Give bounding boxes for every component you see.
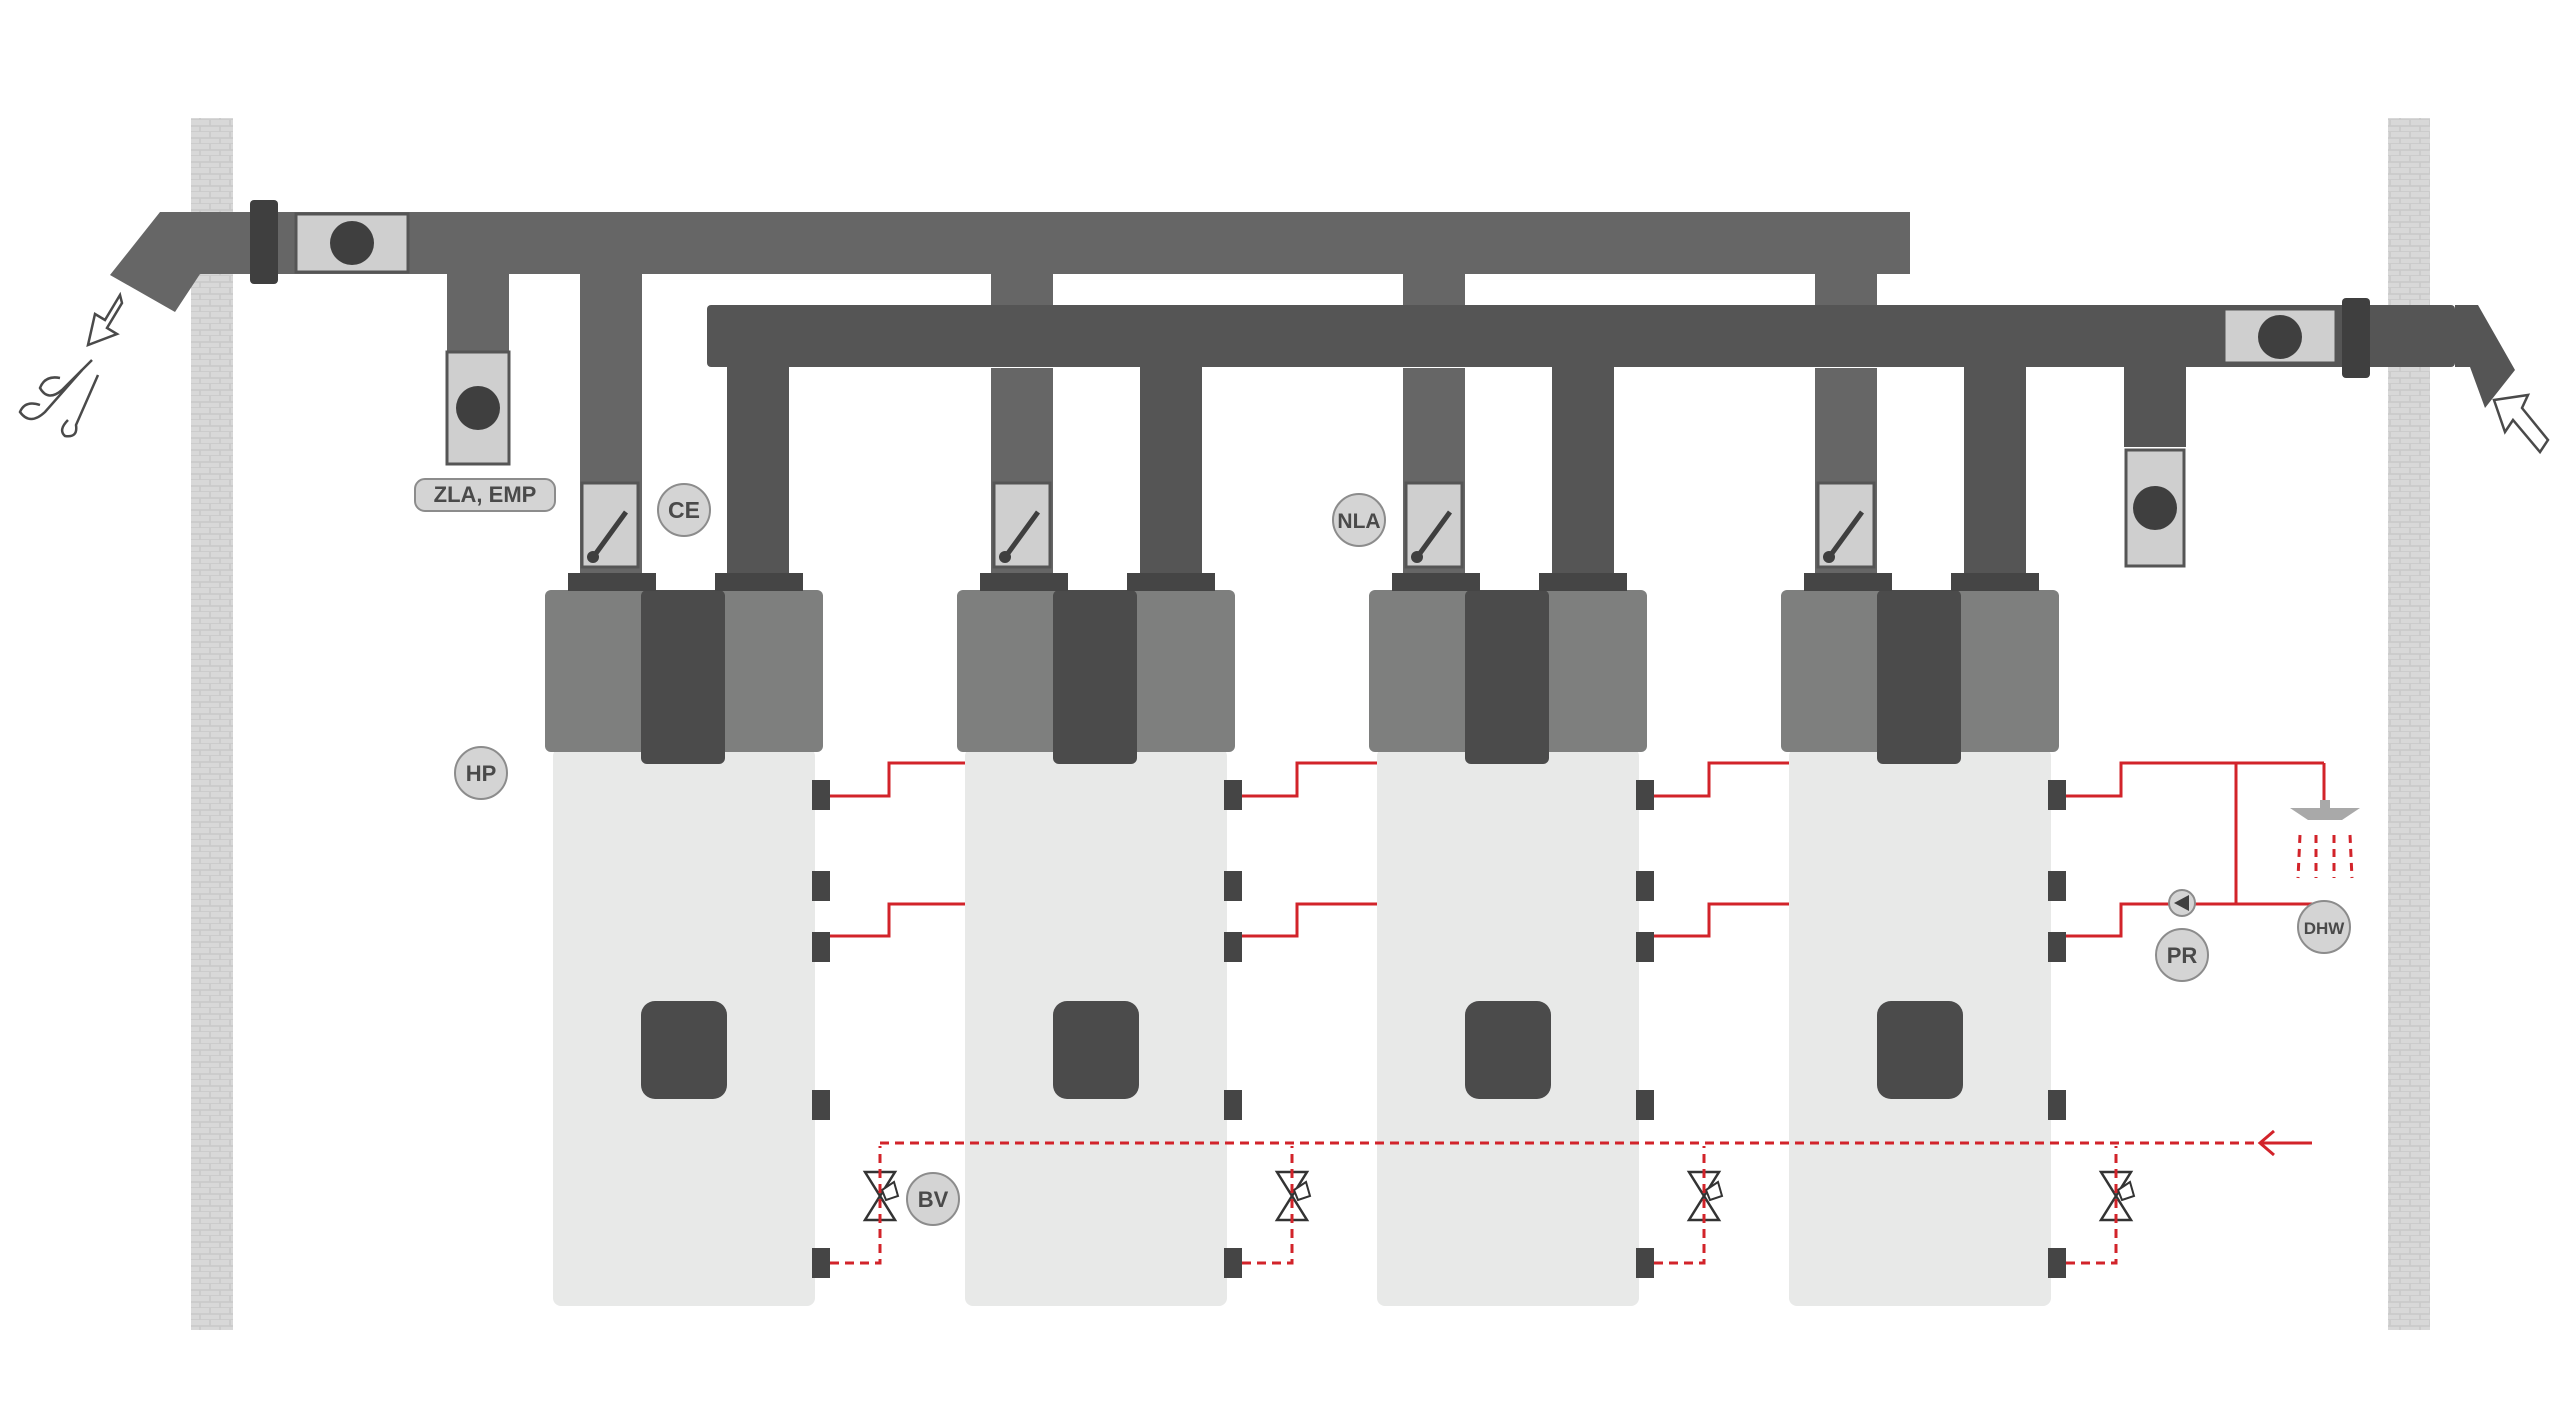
- supply-collar: [1951, 573, 2039, 591]
- hot-water-pipes: [830, 761, 2326, 1265]
- flow-arrow-left-icon: [2257, 1129, 2312, 1157]
- unit-top-core: [641, 590, 725, 764]
- pipe-connector: [1224, 932, 1242, 962]
- damper-icon: [1404, 481, 1464, 569]
- label-nla: NLA: [1337, 510, 1380, 533]
- pump-icon: [2168, 889, 2196, 917]
- label-zla-emp: ZLA, EMP: [434, 482, 537, 507]
- supply-collar: [1539, 573, 1627, 591]
- wind-out-arrow-icon: [18, 291, 124, 438]
- fan-icon: [2124, 448, 2186, 568]
- exhaust-collar: [568, 573, 656, 591]
- exhaust-collar: [1804, 573, 1892, 591]
- pipe-connector: [1636, 780, 1654, 810]
- unit-display: [641, 1001, 727, 1099]
- exhaust-coupling: [250, 200, 278, 284]
- label-badge-bv: BV: [906, 1172, 960, 1226]
- damper-icon: [1816, 481, 1876, 569]
- unit-top-core: [1877, 590, 1961, 764]
- shower-icon: [2290, 800, 2360, 879]
- air-in-arrow-icon: [2492, 393, 2550, 455]
- pipe-connector: [812, 871, 830, 901]
- balancing-valve-icon: [1274, 1170, 1312, 1222]
- pipe-connector: [1224, 780, 1242, 810]
- pipe-connector: [812, 932, 830, 962]
- label-badge-ce: CE: [657, 483, 711, 537]
- left-wall: [191, 118, 233, 1330]
- pipe-connector: [2048, 871, 2066, 901]
- balancing-valve-icon: [2098, 1170, 2136, 1222]
- exhaust-collar: [980, 573, 1068, 591]
- exhaust-collar: [1392, 573, 1480, 591]
- supply-collar: [1127, 573, 1215, 591]
- pipe-connector: [1636, 871, 1654, 901]
- label-bv: BV: [918, 1187, 949, 1212]
- heat-pump-unit-3: [1369, 481, 1724, 1306]
- unit-display: [1465, 1001, 1551, 1099]
- supply-duct: [707, 305, 2515, 574]
- label-badge-dhw: DHW: [2297, 900, 2351, 954]
- unit-top-core: [1465, 590, 1549, 764]
- pipe-connector: [1636, 932, 1654, 962]
- unit-top-core: [1053, 590, 1137, 764]
- label-dhw: DHW: [2304, 919, 2346, 938]
- pipe-connector: [2048, 932, 2066, 962]
- heat-pump-unit-2: [957, 481, 1312, 1306]
- unit-display: [1053, 1001, 1139, 1099]
- unit-display: [1877, 1001, 1963, 1099]
- label-ce: CE: [668, 497, 700, 523]
- right-wall: [2388, 118, 2430, 1330]
- heat-pump-unit-1: [545, 481, 900, 1306]
- supply-coupling: [2342, 298, 2370, 378]
- balancing-valve-icon: [862, 1170, 900, 1222]
- heat-pump-unit-4: [1781, 481, 2136, 1306]
- balancing-valve-icon: [1686, 1170, 1724, 1222]
- pipe-connector: [1224, 1090, 1242, 1120]
- pipe-connector: [812, 1090, 830, 1120]
- label-badge-hp: HP: [454, 746, 508, 800]
- fan-icon: [445, 350, 511, 466]
- label-badge-zla-emp: ZLA, EMP: [414, 478, 556, 512]
- damper-icon: [992, 481, 1052, 569]
- damper-icon: [580, 481, 640, 569]
- label-hp: HP: [466, 761, 497, 786]
- label-pr: PR: [2167, 943, 2198, 968]
- pipe-connector: [2048, 780, 2066, 810]
- pipe-connector: [1636, 1090, 1654, 1120]
- label-badge-nla: NLA: [1332, 493, 1386, 547]
- fan-icon: [294, 212, 410, 274]
- fan-icon: [2222, 307, 2338, 365]
- pipe-connector: [2048, 1090, 2066, 1120]
- pipe-connector: [1224, 871, 1242, 901]
- pipe-connector: [812, 780, 830, 810]
- supply-collar: [715, 573, 803, 591]
- pipe-connector: [1224, 1248, 1242, 1278]
- pipe-connector: [812, 1248, 830, 1278]
- pipe-connector: [1636, 1248, 1654, 1278]
- label-badge-pr: PR: [2155, 928, 2209, 982]
- pipe-connector: [2048, 1248, 2066, 1278]
